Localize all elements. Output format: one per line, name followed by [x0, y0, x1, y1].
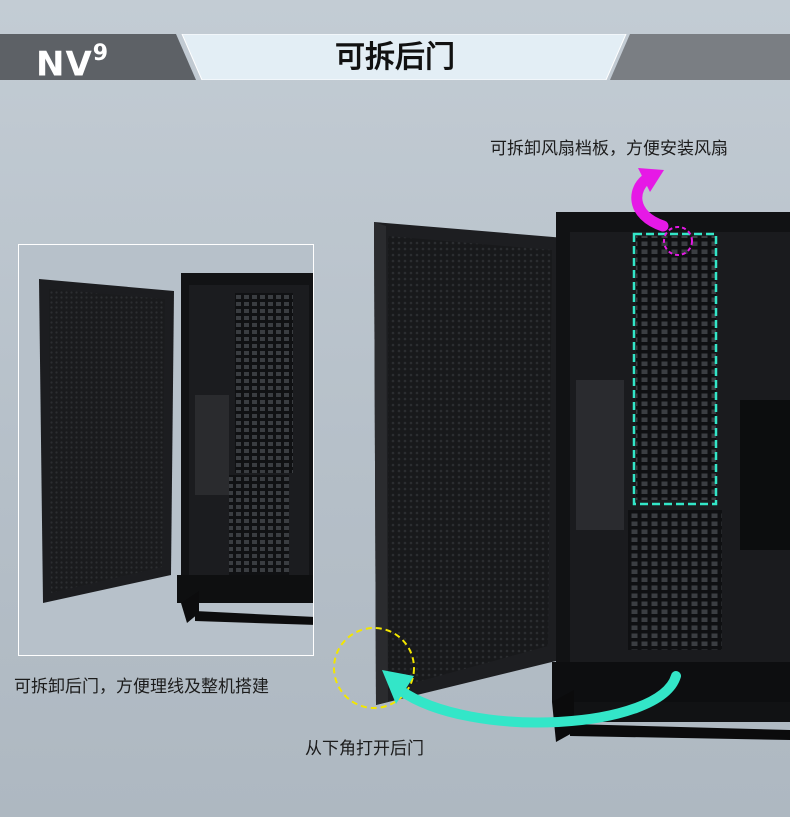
corner-highlight	[333, 627, 415, 709]
inset-product-image	[18, 244, 314, 656]
header-shape	[0, 34, 790, 80]
cyan-arrow-curve	[395, 671, 681, 728]
header-band: NV9 可拆后门	[0, 34, 790, 84]
small-case-illustration	[39, 273, 313, 625]
screw-highlight	[663, 226, 693, 256]
rear-door	[374, 222, 565, 705]
case-body	[552, 212, 790, 742]
caption-fan-bracket: 可拆卸风扇档板，方便安装风扇	[490, 139, 728, 159]
fan-bracket-highlight	[632, 232, 718, 506]
page-title: 可拆后门	[335, 40, 455, 75]
caption-open-from-corner: 从下角打开后门	[305, 739, 424, 759]
cyan-arrowhead	[382, 670, 414, 704]
magenta-arrowhead	[638, 168, 664, 192]
brand-logo: NV9	[36, 41, 110, 85]
caption-rear-door: 可拆卸后门，方便理线及整机搭建	[14, 677, 269, 697]
magenta-arrow-curve	[631, 172, 669, 232]
